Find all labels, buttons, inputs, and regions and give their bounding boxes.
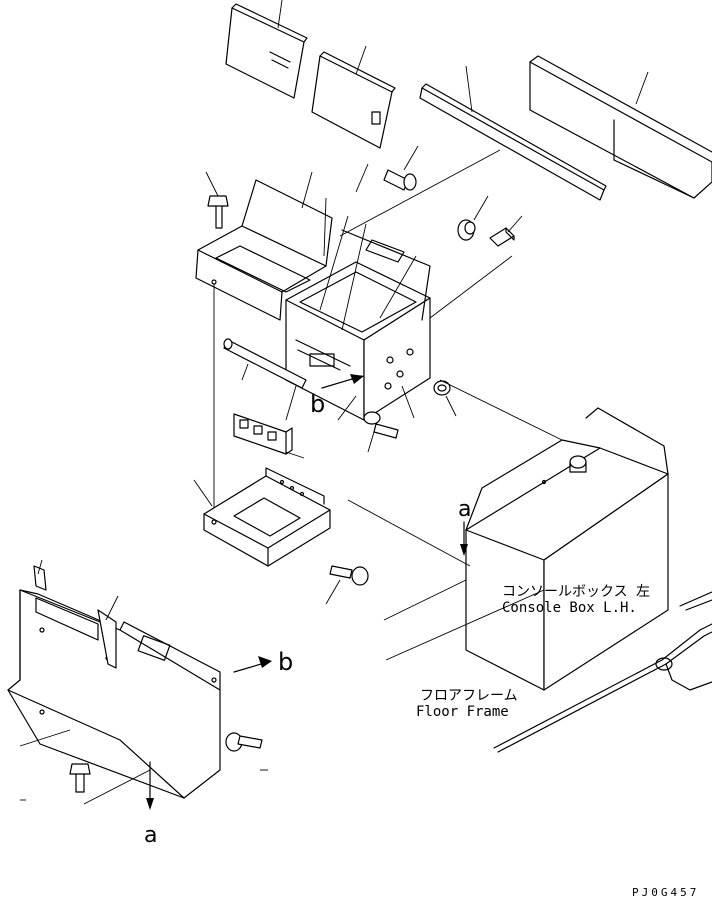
arrow-a-lower — [146, 761, 154, 810]
leader-line — [385, 589, 545, 661]
lower-cover — [7, 589, 221, 799]
leader-line — [319, 215, 349, 311]
leader-line — [285, 451, 305, 459]
ref-label-a-upper: a — [458, 497, 471, 522]
leader-line — [83, 769, 151, 805]
ref-label-b-lower: b — [278, 648, 293, 676]
console-box-label-en: Console Box L.H. — [502, 600, 637, 616]
leader-line — [341, 223, 367, 331]
side-panel — [529, 55, 712, 199]
leader-line — [635, 71, 649, 105]
leader-line — [429, 255, 513, 319]
bolt-lower-bracket — [329, 565, 369, 586]
drawing-code: PJ0G457 — [632, 886, 699, 899]
lower-bracket — [203, 467, 331, 567]
floor-frame-label-jp: フロアフレーム — [420, 688, 518, 704]
leader-line — [473, 195, 489, 221]
leader-line — [37, 559, 43, 575]
leader-line — [277, 0, 283, 29]
leader-line — [285, 385, 297, 421]
bolt-top — [383, 169, 417, 191]
leader-line — [105, 595, 119, 621]
upper-bracket — [195, 179, 333, 321]
leader-line — [193, 479, 213, 507]
leader-line — [301, 171, 313, 209]
leader-line — [323, 197, 327, 257]
leader-line — [401, 385, 415, 419]
leader-line — [507, 215, 523, 233]
leader-line — [205, 171, 219, 197]
leader-line — [439, 379, 563, 441]
leader-line — [355, 163, 369, 193]
leader-line — [445, 395, 457, 417]
leader-line — [355, 45, 367, 75]
console-box-label-jp: コンソールボックス 左 — [502, 584, 650, 600]
connector — [489, 227, 515, 247]
leader-line — [367, 431, 375, 453]
bolt-box-front — [363, 411, 399, 439]
arrow-a-upper — [460, 521, 468, 556]
console-box-body — [285, 229, 431, 421]
cover-plate-right — [311, 51, 396, 149]
leader-line — [347, 499, 471, 567]
arrow-b-lower — [233, 656, 272, 673]
leader-line — [403, 145, 419, 171]
cover-plate-left — [225, 3, 308, 99]
grommet — [457, 219, 476, 241]
bolt-left — [207, 195, 229, 229]
leader-line — [241, 363, 249, 381]
leader-line — [339, 149, 501, 237]
leader-line — [325, 579, 341, 605]
handle-bar — [223, 338, 307, 389]
leader-line — [383, 579, 467, 621]
floor-frame-label-en: Floor Frame — [416, 704, 509, 720]
ref-label-b-upper: b — [310, 390, 325, 418]
ref-label-a-lower: a — [144, 823, 157, 848]
leader-line — [19, 729, 71, 747]
strip-small-left — [33, 565, 47, 591]
leader-line — [379, 255, 417, 319]
console-box-lh — [465, 407, 669, 691]
floor-frame — [493, 591, 712, 753]
nut — [433, 380, 451, 396]
leader-line — [465, 65, 473, 113]
leader-line — [337, 395, 357, 421]
bolt-lower-right — [225, 732, 263, 752]
switch-panel — [233, 413, 293, 455]
seal-strip — [419, 83, 607, 201]
arrow-b-upper — [321, 374, 364, 389]
bolt-lower-left — [69, 763, 91, 793]
strip-small-right — [97, 609, 117, 669]
